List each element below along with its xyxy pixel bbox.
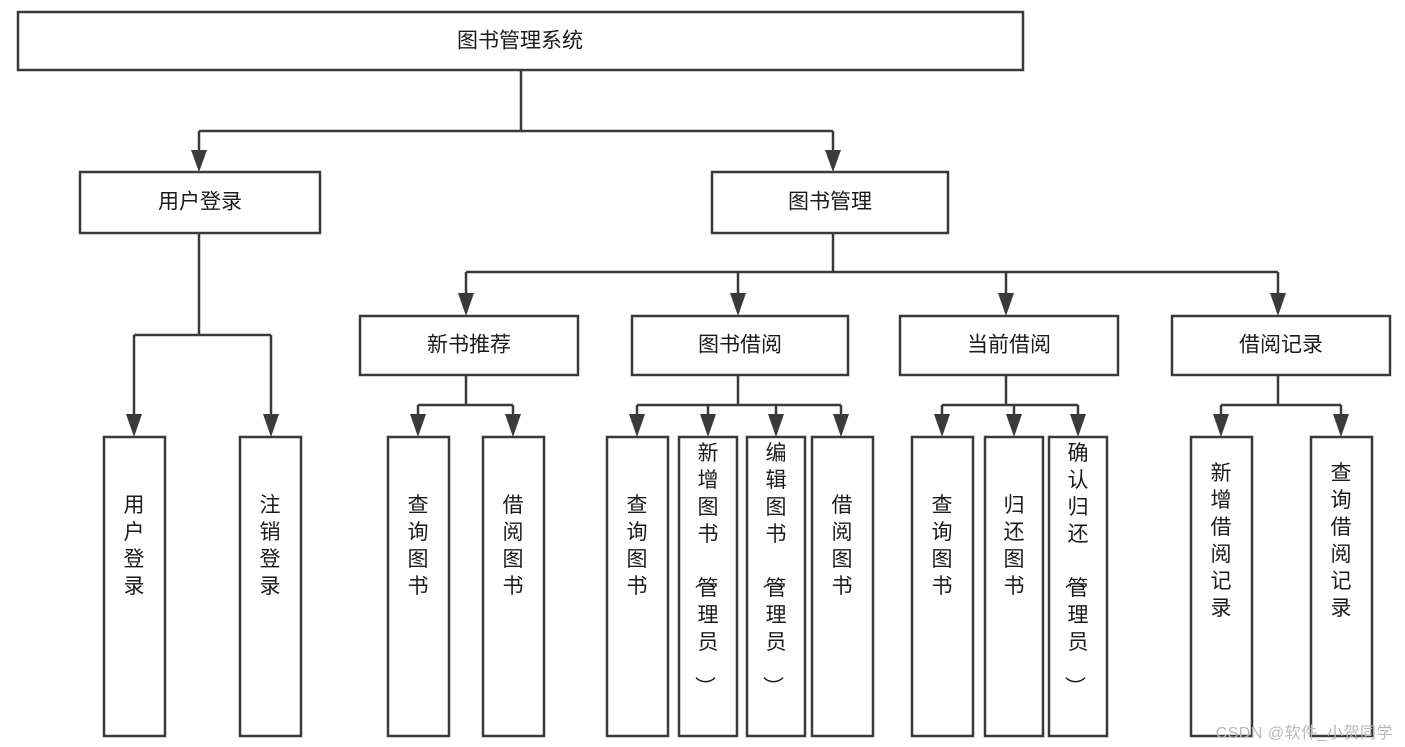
node-book-borrow[interactable]: 图书借阅 bbox=[630, 314, 850, 377]
leaf-box-borrow-2[interactable] bbox=[745, 435, 807, 738]
edge-group-user-login-to-leaves bbox=[126, 233, 279, 437]
node-borrow-record-box[interactable] bbox=[1170, 314, 1392, 377]
edge-group-root-to-level2 bbox=[191, 70, 841, 172]
leaf-label-borrow-1: 新增图书（管理员） bbox=[693, 442, 719, 697]
leaf-box-record-0[interactable] bbox=[1189, 435, 1254, 738]
arrow-head-l3-2 bbox=[998, 293, 1014, 316]
node-borrow-record[interactable]: 借阅记录 bbox=[1170, 314, 1392, 377]
arrow-head-l3-0 bbox=[458, 293, 474, 316]
leaf-box-user-login-0[interactable] bbox=[102, 435, 167, 738]
arrow-head-leaf-user-login-1 bbox=[263, 414, 279, 437]
leaf-box-borrow-1[interactable] bbox=[677, 435, 739, 738]
leaf-node-borrow-3[interactable]: 借阅图书 bbox=[810, 435, 875, 738]
edge-group-record-to-leaves bbox=[1213, 375, 1349, 437]
leaf-node-recommend-0[interactable]: 查询图书 bbox=[386, 435, 451, 738]
leaf-node-current-0[interactable]: 查询图书 bbox=[910, 435, 975, 738]
leaf-node-current-2[interactable]: 确认归还（管理员） bbox=[1047, 435, 1109, 738]
edge-group-borrow-to-leaves bbox=[629, 375, 849, 437]
edge-group-current-to-leaves bbox=[934, 375, 1086, 437]
arrow-head-l3-1 bbox=[730, 293, 746, 316]
leaf-box-recommend-1[interactable] bbox=[481, 435, 546, 738]
leaf-label-user-login-1: 注销登录 bbox=[260, 494, 281, 598]
arrow-head-user-login bbox=[191, 150, 207, 172]
leaf-label-record-1: 查询借阅记录 bbox=[1331, 462, 1352, 620]
node-new-book-recommend-label: 新书推荐 bbox=[427, 334, 511, 357]
csdn-watermark: CSDN @软件_小贺同学 bbox=[1215, 725, 1393, 742]
arrow-head-leaf-borrow-0 bbox=[629, 414, 645, 437]
leaf-label-borrow-2: 编辑图书（管理员） bbox=[761, 442, 787, 697]
leaf-label-borrow-3: 借阅图书 bbox=[832, 494, 853, 598]
leaf-node-borrow-2[interactable]: 编辑图书（管理员） bbox=[745, 435, 807, 738]
leaf-node-recommend-1[interactable]: 借阅图书 bbox=[481, 435, 546, 738]
leaf-box-record-1[interactable] bbox=[1309, 435, 1374, 738]
leaf-label-current-0: 查询图书 bbox=[932, 494, 953, 598]
edge-group-recommend-to-leaves bbox=[410, 375, 521, 437]
arrow-head-leaf-borrow-1 bbox=[700, 414, 716, 437]
edge-group-book-mgmt-to-level3 bbox=[458, 233, 1286, 316]
node-borrow-record-label: 借阅记录 bbox=[1239, 334, 1323, 357]
arrow-head-leaf-recommend-1 bbox=[505, 414, 521, 437]
leaf-node-user-login-0[interactable]: 用户登录 bbox=[102, 435, 167, 738]
arrow-head-leaf-borrow-3 bbox=[833, 414, 849, 437]
node-book-borrow-box[interactable] bbox=[630, 314, 850, 377]
node-new-book-recommend-box[interactable] bbox=[358, 314, 580, 377]
arrow-head-book-mgmt bbox=[825, 150, 841, 172]
node-current-borrow-box[interactable] bbox=[898, 314, 1120, 377]
leaf-label-borrow-0: 查询图书 bbox=[627, 494, 648, 598]
node-current-borrow[interactable]: 当前借阅 bbox=[898, 314, 1120, 377]
node-root-box[interactable] bbox=[16, 10, 1025, 72]
leaf-box-recommend-0[interactable] bbox=[386, 435, 451, 738]
leaf-box-borrow-0[interactable] bbox=[605, 435, 670, 738]
arrow-head-leaf-record-1 bbox=[1333, 414, 1349, 437]
leaf-box-current-2[interactable] bbox=[1047, 435, 1109, 738]
node-current-borrow-label: 当前借阅 bbox=[967, 334, 1051, 357]
leaf-box-user-login-1[interactable] bbox=[238, 435, 303, 738]
arrow-head-leaf-borrow-2 bbox=[768, 414, 784, 437]
leaf-node-current-1[interactable]: 归还图书 bbox=[983, 435, 1045, 738]
node-book-management-label: 图书管理 bbox=[788, 191, 872, 214]
node-book-borrow-label: 图书借阅 bbox=[698, 334, 782, 357]
leaf-label-recommend-1: 借阅图书 bbox=[503, 494, 524, 598]
leaf-node-user-login-1[interactable]: 注销登录 bbox=[238, 435, 303, 738]
leaf-box-current-1[interactable] bbox=[983, 435, 1045, 738]
leaf-node-borrow-0[interactable]: 查询图书 bbox=[605, 435, 670, 738]
leaf-node-borrow-1[interactable]: 新增图书（管理员） bbox=[677, 435, 739, 738]
arrow-head-leaf-record-0 bbox=[1213, 414, 1229, 437]
node-root[interactable]: 图书管理系统 bbox=[16, 10, 1025, 72]
node-book-management-box[interactable] bbox=[710, 170, 950, 235]
arrow-head-leaf-user-login-0 bbox=[126, 414, 142, 437]
leaf-label-current-1: 归还图书 bbox=[1004, 494, 1025, 598]
node-book-management[interactable]: 图书管理 bbox=[710, 170, 950, 235]
leaf-box-borrow-3[interactable] bbox=[810, 435, 875, 738]
arrow-head-l3-3 bbox=[1270, 293, 1286, 316]
arrow-head-leaf-current-0 bbox=[934, 414, 950, 437]
leaf-label-user-login-0: 用户登录 bbox=[124, 494, 145, 598]
node-user-login-box[interactable] bbox=[78, 170, 322, 235]
node-user-login-label: 用户登录 bbox=[158, 191, 242, 214]
arrow-head-leaf-current-1 bbox=[1006, 414, 1022, 437]
node-new-book-recommend[interactable]: 新书推荐 bbox=[358, 314, 580, 377]
node-user-login[interactable]: 用户登录 bbox=[78, 170, 322, 235]
arrow-head-leaf-recommend-0 bbox=[410, 414, 426, 437]
leaf-label-record-0: 新增借阅记录 bbox=[1211, 462, 1232, 620]
node-root-label: 图书管理系统 bbox=[457, 30, 583, 53]
leaf-label-recommend-0: 查询图书 bbox=[408, 494, 429, 598]
leaf-label-current-2: 确认归还（管理员） bbox=[1063, 442, 1089, 697]
leaf-node-record-1[interactable]: 查询借阅记录 bbox=[1309, 435, 1374, 738]
leaf-node-record-0[interactable]: 新增借阅记录 bbox=[1189, 435, 1254, 738]
leaf-box-current-0[interactable] bbox=[910, 435, 975, 738]
arrow-head-leaf-current-2 bbox=[1070, 414, 1086, 437]
